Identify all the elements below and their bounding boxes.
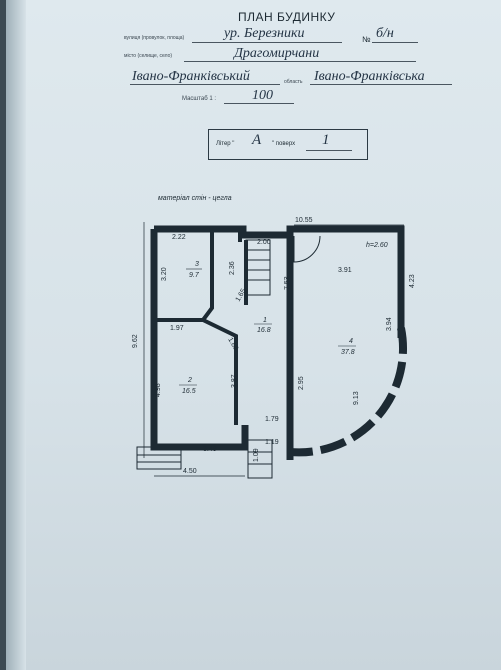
floor-line [306, 150, 352, 151]
dim-label: 7.53 [284, 276, 291, 290]
scale-label: Масштаб 1 : [182, 96, 217, 102]
street-label: вулиця (провулок, площа) [124, 35, 185, 41]
room-area: 16.5 [182, 388, 196, 395]
dim-label: 3.94 [386, 317, 393, 331]
dim-label: 3.87 [231, 374, 238, 388]
door-swings [248, 232, 321, 263]
region-line [310, 84, 452, 85]
town-value: Драгомирчани [234, 46, 320, 61]
page-edge-shadow [6, 0, 26, 670]
document-title: ПЛАН БУДИНКУ [238, 10, 336, 24]
street-line [192, 42, 342, 43]
floor-value: 1 [322, 132, 330, 148]
dim-label: 3.49 [203, 446, 217, 453]
number-label: № [362, 35, 371, 44]
material-label: матеріал стін - цегла [158, 194, 232, 202]
dimension-lines [143, 222, 404, 477]
height-label: h=2.60 [366, 242, 388, 249]
room-labels: 1 16.8 2 16.5 3 9.7 4 37.8 [182, 261, 355, 395]
dim-label: 4.98 [155, 383, 162, 397]
town-label: місто (селище, село) [124, 53, 173, 59]
dim-label: 4.23 [409, 274, 416, 288]
room-number: 4 [349, 338, 353, 345]
room-number: 2 [187, 377, 192, 384]
room-number: 3 [195, 261, 199, 268]
dim-label: 2.00 [257, 239, 271, 246]
dim-label: 2.36 [229, 261, 236, 275]
room-area: 16.8 [257, 327, 271, 334]
district-value: Івано-Франківський [132, 69, 250, 84]
liter-suffix: " поверх [272, 141, 296, 147]
dim-label: 2.22 [172, 234, 186, 241]
dim-label: 1.09 [253, 448, 260, 462]
dim-label: 9.13 [353, 391, 360, 405]
district-line [130, 84, 280, 85]
plan-sheet: ПЛАН БУДИНКУ вулиця (провулок, площа) ур… [6, 0, 501, 670]
room-area: 37.8 [341, 349, 355, 356]
town-line [184, 61, 416, 62]
room-number: 1 [263, 317, 267, 324]
dim-label: 10.55 [295, 217, 313, 224]
street-value: ур. Березники [224, 26, 305, 41]
dimension-labels: 10.55 2.22 2.00 3.20 2.36 7.53 3.91 4.23… [132, 217, 416, 475]
liter-value: А [252, 132, 262, 148]
dim-label: 1.79 [265, 416, 279, 423]
dim-label: 2.95 [298, 376, 305, 390]
liter-label: Літер " [216, 141, 235, 147]
bay-window-wall [289, 327, 407, 457]
dim-label: 1.97 [170, 325, 184, 332]
dim-label: 1.19 [265, 439, 279, 446]
dim-label: 4.50 [183, 468, 197, 475]
region-value: Івано-Франківська [314, 69, 425, 84]
room-area: 9.7 [189, 272, 200, 279]
number-line [372, 42, 418, 43]
dim-label: 9.62 [132, 334, 139, 348]
scale-line [224, 103, 294, 104]
dim-label: 3.91 [338, 267, 352, 274]
liter-box [208, 129, 368, 160]
region-label: область [284, 79, 303, 85]
number-value: б/н [376, 26, 394, 41]
dim-label: 3.20 [161, 267, 168, 281]
scale-value: 100 [252, 88, 273, 103]
